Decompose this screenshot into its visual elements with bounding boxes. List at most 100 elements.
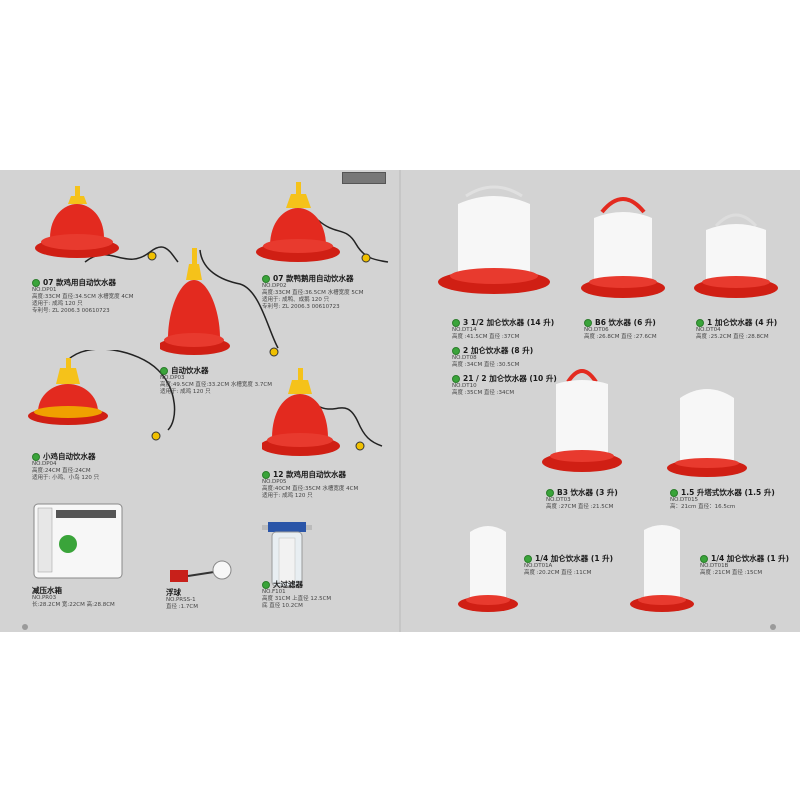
dp03-drinker-image bbox=[160, 248, 279, 357]
dp01-line: 高度:33CM 直径:34.5CM 水槽宽度 4CM bbox=[32, 294, 134, 301]
bullet-icon bbox=[696, 318, 704, 327]
dp05-line: NO.DP05 bbox=[262, 479, 287, 486]
pr03-title: 减压水箱 bbox=[32, 586, 62, 595]
dt14-line: 高度 :41.5CM 直径 :37CM bbox=[452, 334, 520, 341]
dt015-line: 高：21cm 直径：16.5cm bbox=[670, 504, 736, 511]
dp02-line: 专利号: ZL 2006.3 00610723 bbox=[262, 304, 340, 310]
dt015-line: NO.DT015 bbox=[670, 497, 699, 504]
dp02-line: NO.DP02 bbox=[262, 283, 287, 290]
pr03-info: 减压水箱 NO.PR03 长:28.2CM 宽:22CM 高:28.8CM bbox=[32, 586, 115, 609]
dp04-title: 小鸡自动饮水器 bbox=[43, 452, 96, 461]
dp04-info: 小鸡自动饮水器 NO.DP04 高度:24CM 直径:24CM 适用于: 小鸡、… bbox=[32, 452, 99, 482]
dt04-line: NO.DT04 bbox=[696, 327, 721, 334]
dp01-line: NO.DP01 bbox=[32, 287, 57, 294]
bullet-icon bbox=[262, 470, 270, 479]
dp03-info: 自动饮水器 NO.DP03 高度:49.5CM 直径:33.2CM 水槽宽度 3… bbox=[160, 366, 272, 396]
dt14-info: 3 1/2 加仑饮水器 (14 升) NO.DT14 高度 :41.5CM 直径… bbox=[452, 318, 554, 341]
dt01a-title: 1/4 加仑饮水器 (1 升) bbox=[535, 554, 614, 563]
dt01b-line: 高度 :21CM 直径 :15CM bbox=[700, 570, 763, 577]
bullet-icon bbox=[452, 346, 460, 355]
bullet-icon bbox=[524, 554, 532, 563]
dt04-drinker-image bbox=[694, 213, 778, 298]
dt06-drinker-image bbox=[581, 197, 665, 298]
dp02-title: 07 款鸭鹅用自动饮水器 bbox=[273, 274, 354, 283]
page-spine bbox=[399, 170, 401, 632]
dt06-line: 高度 :26.8CM 直径 :27.6CM bbox=[584, 334, 657, 341]
dt04-line: 高度 :25.2CM 直径 :28.8CM bbox=[696, 334, 769, 341]
dt01a-drinker-image bbox=[458, 526, 518, 612]
bullet-icon bbox=[262, 274, 270, 283]
bullet-icon bbox=[160, 366, 168, 375]
dp05-line: 高度:40CM 直径:35CM 水槽宽度 4CM bbox=[262, 486, 359, 493]
catalog-spread: 07 款鸡用自动饮水器 NO.DP01 高度:33CM 直径:34.5CM 水槽… bbox=[0, 170, 800, 632]
dp05-line: 适用于: 成鸡 120 只 bbox=[262, 493, 313, 500]
page-number-left-marker bbox=[22, 624, 28, 630]
bullet-icon bbox=[546, 488, 554, 497]
dt08-line: 高度 :34CM 直径 :30.5CM bbox=[452, 362, 520, 369]
dp05-drinker-image bbox=[262, 368, 383, 456]
f101-line: 高度 31CM 上直径 12.5CM bbox=[262, 596, 332, 603]
dt03-info: B3 饮水器 (3 升) NO.DT03 高度 :27CM 直径 :21.5CM bbox=[546, 488, 618, 511]
dt08-line: NO.DT08 bbox=[452, 355, 477, 362]
dp01-line: 专利号: ZL 2006.3 00610723 bbox=[32, 308, 110, 314]
bullet-icon bbox=[700, 554, 708, 563]
dp01-title: 07 款鸡用自动饮水器 bbox=[43, 278, 117, 287]
dp04-line: 适用于: 小鸡、小鸟 120 只 bbox=[32, 475, 100, 482]
pr03-tank-image bbox=[33, 503, 123, 579]
dp05-info: 12 款鸡用自动饮水器 NO.DP05 高度:40CM 直径:35CM 水槽宽度… bbox=[262, 470, 358, 500]
dt06-title: B6 饮水器 (6 升) bbox=[595, 318, 656, 327]
dt14-line: NO.DT14 bbox=[452, 327, 477, 334]
dt04-title: 1 加仑饮水器 (4 升) bbox=[707, 318, 778, 327]
dp03-title: 自动饮水器 bbox=[171, 366, 209, 375]
pr03-line: 长:28.2CM 宽:22CM 高:28.8CM bbox=[32, 602, 115, 609]
dt01a-line: 高度 :20.2CM 直径 :11CM bbox=[524, 570, 592, 577]
dp03-line: 适用于: 成鸡 120 只 bbox=[160, 389, 211, 396]
dt03-title: B3 饮水器 (3 升) bbox=[557, 488, 618, 497]
dp05-title: 12 款鸡用自动饮水器 bbox=[273, 470, 347, 479]
dt10-line: NO.DT10 bbox=[452, 383, 477, 390]
dt01a-info: 1/4 加仑饮水器 (1 升) NO.DT01A 高度 :20.2CM 直径 :… bbox=[524, 554, 613, 577]
dt06-line: NO.DT06 bbox=[584, 327, 609, 334]
dt015-drinker-image bbox=[667, 389, 747, 477]
pr03-line: NO.PR03 bbox=[32, 595, 57, 602]
dt03-line: 高度 :27CM 直径 :21.5CM bbox=[546, 504, 614, 511]
bullet-icon bbox=[32, 452, 40, 461]
prss1-title: 浮球 bbox=[166, 588, 181, 597]
dt015-title: 1.5 升塔式饮水器 (1.5 升) bbox=[681, 488, 775, 497]
page-number-right-marker bbox=[770, 624, 776, 630]
dp01-info: 07 款鸡用自动饮水器 NO.DP01 高度:33CM 直径:34.5CM 水槽… bbox=[32, 278, 133, 315]
dp03-line: NO.DP03 bbox=[160, 375, 185, 382]
prss1-line: NO.PRSS-1 bbox=[166, 597, 196, 604]
f101-line: 底 直径 10.2CM bbox=[262, 603, 303, 610]
bullet-icon bbox=[452, 318, 460, 327]
dt03-line: NO.DT03 bbox=[546, 497, 571, 504]
bullet-icon bbox=[262, 580, 270, 589]
dp04-line: 高度:24CM 直径:24CM bbox=[32, 468, 91, 475]
bullet-icon bbox=[32, 278, 40, 287]
prss1-float-image bbox=[170, 560, 232, 582]
dp02-line: 高度:33CM 直径:36.5CM 水槽宽度 5CM bbox=[262, 290, 364, 297]
bullet-icon bbox=[584, 318, 592, 327]
f101-info: 大过滤器 NO.F101 高度 31CM 上直径 12.5CM 底 直径 10.… bbox=[262, 580, 331, 610]
dt10-info: 21 / 2 加仑饮水器 (10 升) NO.DT10 高度 :35CM 直径 … bbox=[452, 374, 557, 397]
dt14-drinker-image bbox=[438, 185, 550, 294]
dp02-line: 适用于: 成鸭、成鹅 120 只 bbox=[262, 297, 330, 304]
dt01a-line: NO.DT01A bbox=[524, 563, 553, 570]
dt01b-info: 1/4 加仑饮水器 (1 升) NO.DT01B 高度 :21CM 直径 :15… bbox=[700, 554, 789, 577]
prss1-info: 浮球 NO.PRSS-1 直径 :1.7CM bbox=[166, 588, 198, 611]
dt08-title: 2 加仑饮水器 (8 升) bbox=[463, 346, 534, 355]
dp02-info: 07 款鸭鹅用自动饮水器 NO.DP02 高度:33CM 直径:36.5CM 水… bbox=[262, 274, 363, 311]
dt04-info: 1 加仑饮水器 (4 升) NO.DT04 高度 :25.2CM 直径 :28.… bbox=[696, 318, 777, 341]
dp01-drinker-image bbox=[35, 186, 179, 263]
prss1-line: 直径 :1.7CM bbox=[166, 604, 198, 611]
bullet-icon bbox=[670, 488, 678, 497]
dp04-line: NO.DP04 bbox=[32, 461, 57, 468]
f101-line: NO.F101 bbox=[262, 589, 286, 596]
bullet-icon bbox=[452, 374, 460, 383]
dp04-drinker-image bbox=[28, 350, 176, 441]
dt015-info: 1.5 升塔式饮水器 (1.5 升) NO.DT015 高：21cm 直径：16… bbox=[670, 488, 775, 511]
brand-logo bbox=[342, 172, 386, 184]
dt06-info: B6 饮水器 (6 升) NO.DT06 高度 :26.8CM 直径 :27.6… bbox=[584, 318, 657, 341]
dt01b-drinker-image bbox=[630, 525, 694, 612]
dp02-drinker-image bbox=[256, 182, 389, 263]
